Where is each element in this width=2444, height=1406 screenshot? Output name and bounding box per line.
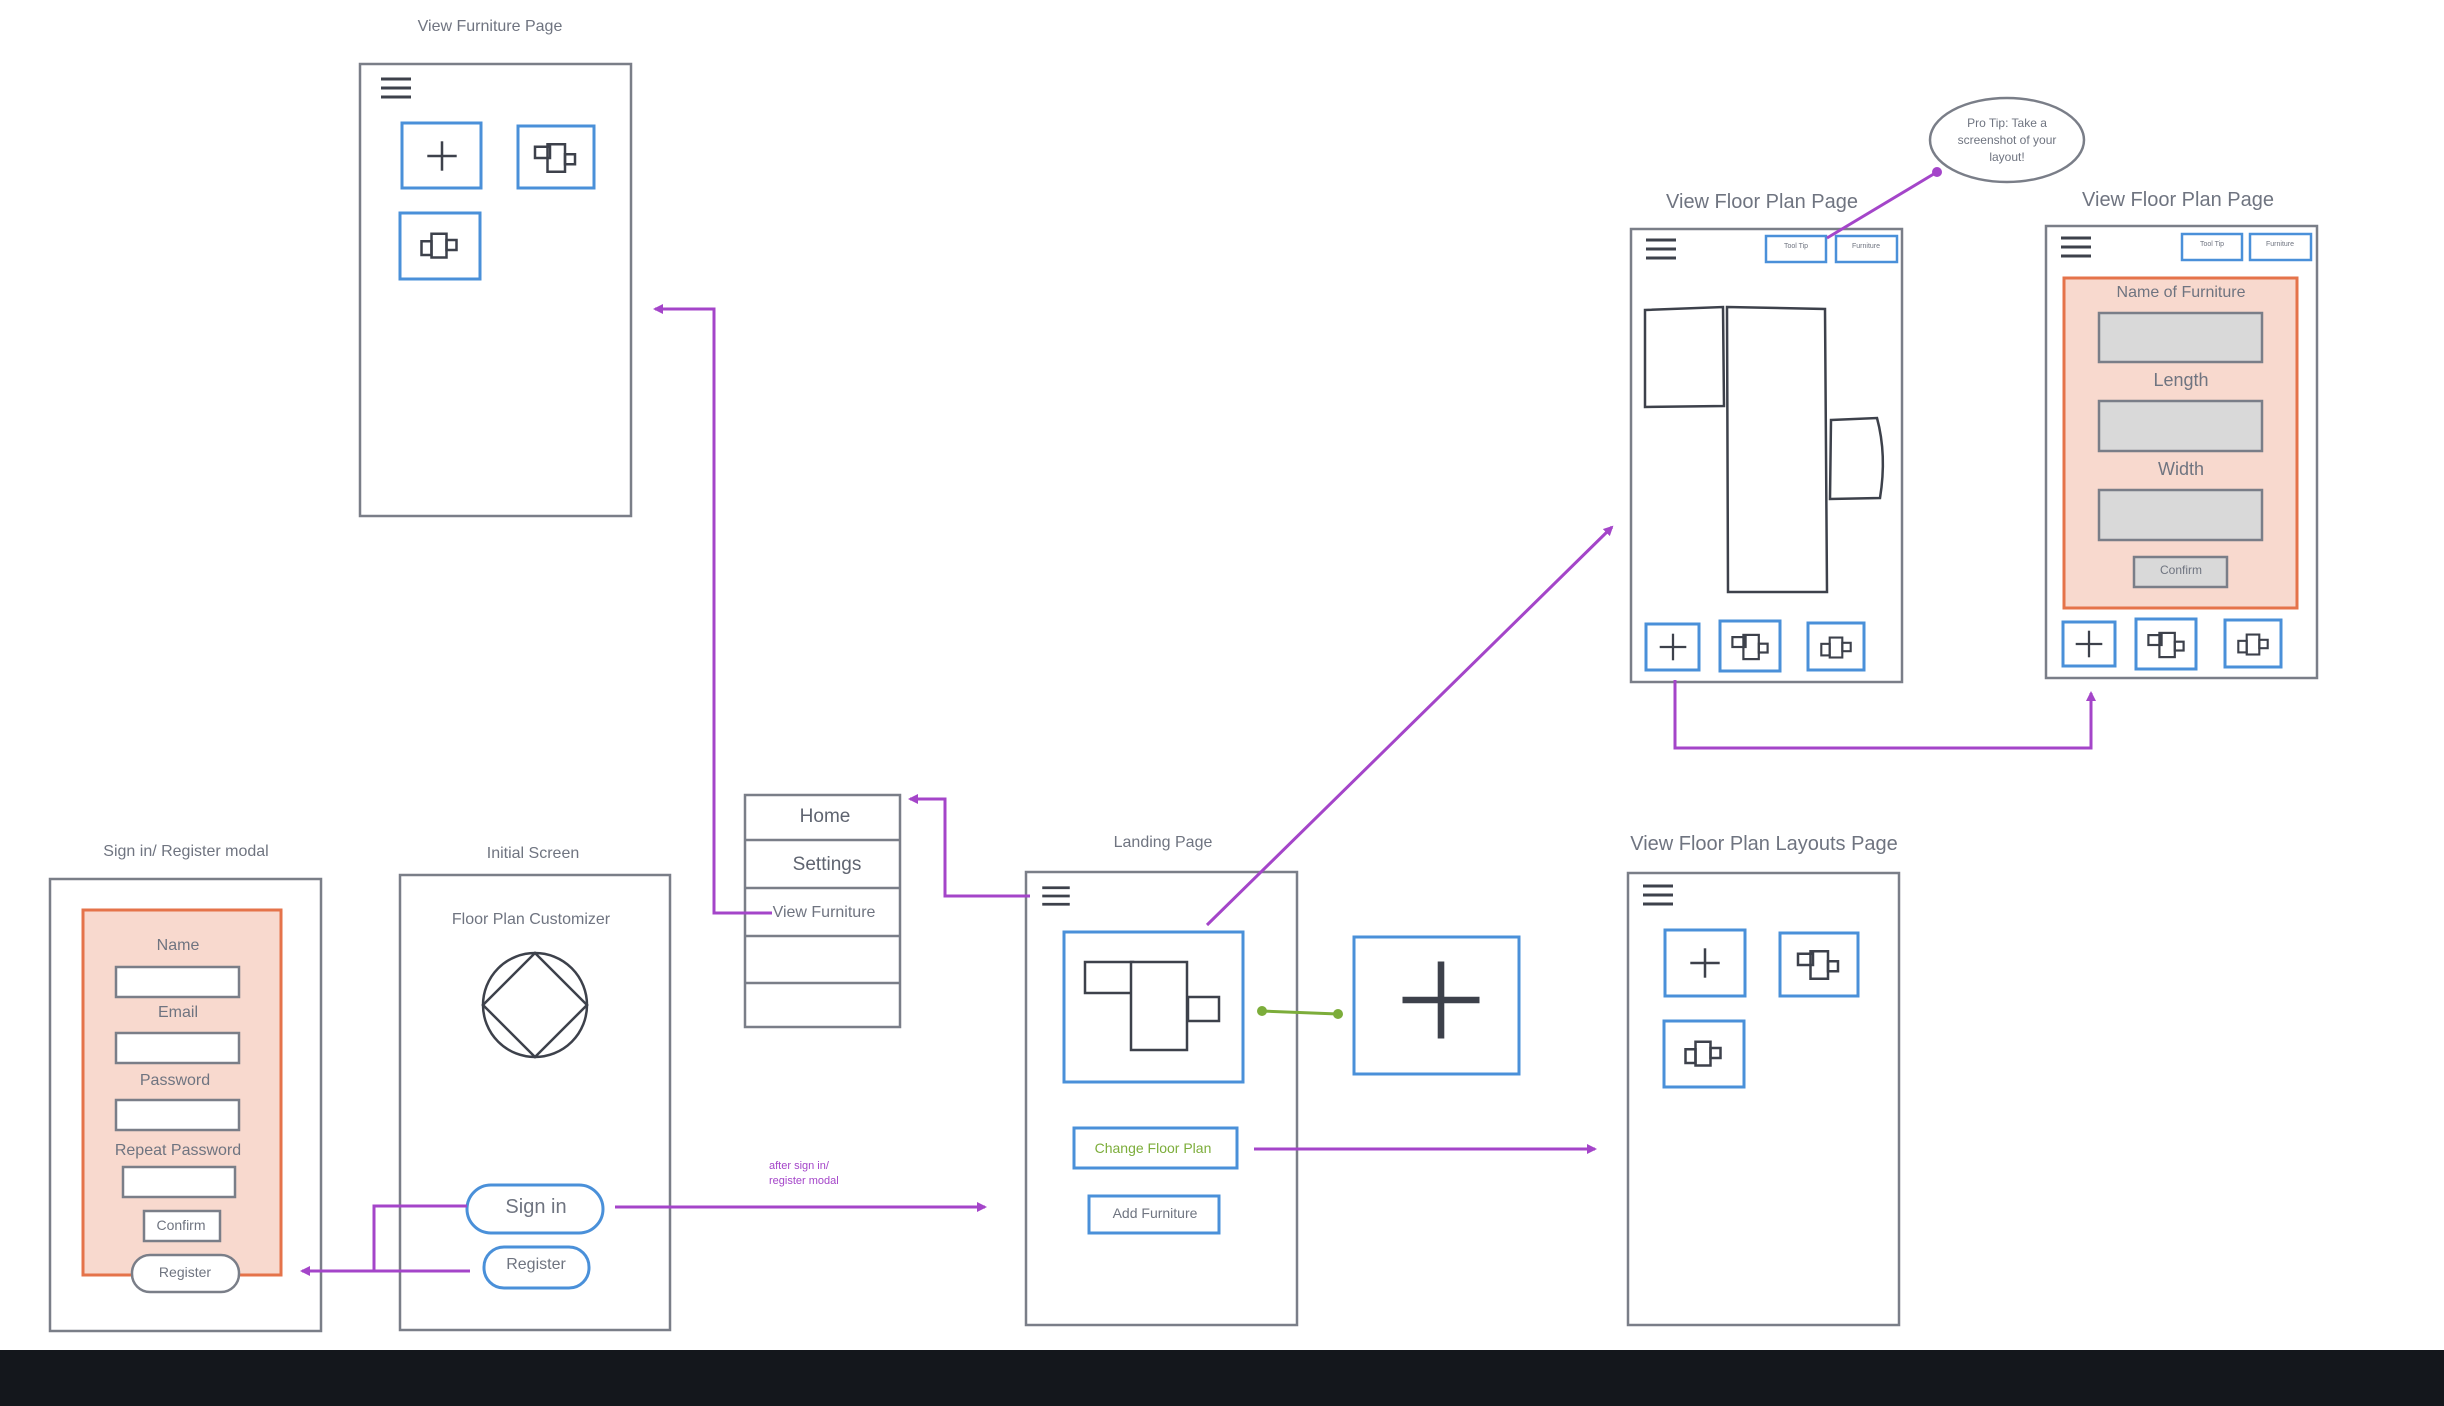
wireframe-canvas: View Furniture Page View Floor Plan Page… — [48, 18, 2319, 1333]
menu-item-view-furniture[interactable]: View Furniture — [772, 904, 876, 921]
screen-view-floor-plan-1 — [1629, 227, 1904, 684]
layout-2-button[interactable] — [1662, 1019, 1746, 1089]
email-field[interactable] — [114, 1031, 241, 1065]
floor-plan-layouts-title: View Floor Plan Layouts Page — [1630, 833, 1898, 855]
flow-landing-to-menu — [908, 794, 1030, 898]
register-button[interactable] — [482, 1245, 591, 1290]
chair-button[interactable] — [398, 211, 482, 281]
furniture-set-button[interactable] — [1718, 619, 1782, 673]
tooltip-button[interactable] — [2180, 232, 2244, 262]
screen-landing — [1024, 870, 1299, 1327]
layout-1-button[interactable] — [1778, 931, 1860, 998]
name-field[interactable] — [114, 965, 241, 999]
confirm-label: Confirm — [2159, 563, 2203, 577]
tooltip-bubble-text: Pro Tip: Take a screenshot of your layou… — [1957, 116, 2057, 164]
change-floor-plan-button[interactable] — [1072, 1126, 1239, 1170]
register-label: Register — [158, 1264, 212, 1280]
screen-view-furniture — [358, 62, 633, 518]
tooltip-button[interactable] — [1764, 234, 1828, 264]
furniture-set-button[interactable] — [516, 124, 596, 190]
floor-plan-preview[interactable] — [1062, 930, 1245, 1084]
screen-initial — [398, 873, 672, 1332]
furniture-button-label: Furniture — [1851, 243, 1881, 250]
furniture-button[interactable] — [1834, 234, 1899, 264]
bottom-bar — [0, 1350, 2444, 1406]
menu-item-settings[interactable]: Settings — [792, 854, 862, 875]
after-signin-annotation: after sign in/ register modal — [769, 1160, 839, 1187]
flow-menu-to-view-furniture — [653, 304, 772, 915]
landing-page-title: Landing Page — [1113, 834, 1213, 851]
repeat-password-label: Repeat Password — [114, 1142, 242, 1159]
add-furniture-icon-button[interactable] — [400, 121, 483, 190]
register-button[interactable] — [130, 1253, 241, 1294]
furniture-button[interactable] — [2248, 232, 2313, 262]
logo-diamond-icon — [481, 951, 589, 1059]
new-floor-plan-button[interactable] — [1352, 935, 1521, 1076]
signin-modal-title: Sign in/ Register modal — [103, 843, 269, 860]
chair-button[interactable] — [1806, 621, 1866, 672]
length-label: Length — [2153, 370, 2209, 390]
tooltip-bubble — [1928, 96, 2086, 184]
screen-floor-plan-layouts — [1626, 871, 1901, 1327]
screen-signin-register-modal — [48, 877, 323, 1333]
add-furniture-label: Add Furniture — [1112, 1205, 1198, 1221]
wireframe-diagram — [48, 62, 2319, 1333]
screen-view-floor-plan-2 — [2044, 224, 2319, 680]
furniture-button-label: Furniture — [2265, 241, 2295, 248]
register-label: Register — [506, 1256, 566, 1273]
flow-landing-to-floor-plan — [1205, 525, 1614, 927]
furniture-set-button[interactable] — [2134, 617, 2198, 671]
name-of-furniture-label: Name of Furniture — [2116, 284, 2246, 301]
add-furniture-button[interactable] — [1087, 1194, 1221, 1235]
width-field[interactable] — [2097, 488, 2264, 542]
confirm-button[interactable] — [2132, 555, 2229, 589]
name-label: Name — [156, 937, 200, 954]
length-field[interactable] — [2097, 399, 2264, 453]
tooltip-connector — [1826, 170, 1938, 240]
width-label: Width — [2157, 459, 2205, 479]
view-floor-plan-title-2: View Floor Plan Page — [2082, 189, 2274, 211]
password-label: Password — [139, 1072, 211, 1089]
add-furniture-icon-button[interactable] — [1644, 622, 1701, 672]
flow-signin-to-modal — [300, 1204, 467, 1276]
change-floor-plan-label: Change Floor Plan — [1094, 1140, 1212, 1156]
add-furniture-icon-button[interactable] — [2061, 620, 2117, 668]
furniture-name-field[interactable] — [2097, 311, 2264, 364]
add-layout-button[interactable] — [1663, 928, 1747, 998]
initial-screen-title: Initial Screen — [486, 845, 580, 862]
sign-in-label: Sign in — [505, 1196, 567, 1218]
view-furniture-title: View Furniture Page — [417, 18, 563, 35]
password-field[interactable] — [114, 1098, 241, 1132]
app-name: Floor Plan Customizer — [451, 911, 611, 928]
sign-in-button[interactable] — [465, 1183, 605, 1235]
hamburger-menu — [743, 793, 902, 1029]
chair-button[interactable] — [2223, 618, 2283, 669]
tooltip-button-label: Tool Tip — [2199, 241, 2225, 248]
view-floor-plan-title: View Floor Plan Page — [1666, 191, 1858, 213]
tooltip-button-label: Tool Tip — [1783, 243, 1809, 250]
flow-plus-to-add-furniture — [1673, 680, 2096, 750]
email-label: Email — [157, 1004, 199, 1021]
repeat-password-field[interactable] — [121, 1165, 237, 1199]
confirm-button[interactable] — [142, 1209, 222, 1243]
confirm-label: Confirm — [156, 1217, 206, 1233]
menu-item-home[interactable]: Home — [799, 806, 851, 827]
